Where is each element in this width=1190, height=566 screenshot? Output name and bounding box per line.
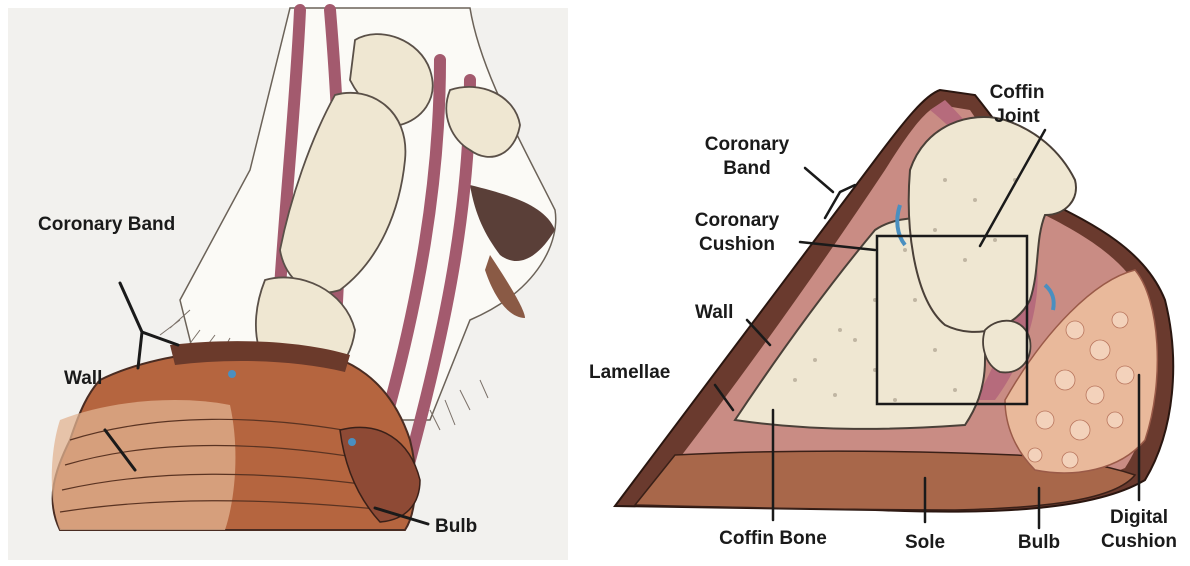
label-coronary-cushion-line2: Cushion <box>699 234 775 255</box>
label-coronary-band-line2: Band <box>723 158 771 179</box>
label-sole: Sole <box>905 532 945 553</box>
hoof-cross-section-view: Coffin Joint Coronary Band Coronary Cush… <box>575 0 1190 566</box>
label-lamellae: Lamellae <box>589 362 670 383</box>
label-coronary-cushion-line1: Coronary <box>695 210 780 231</box>
label-coronary-band-line1: Coronary <box>705 134 790 155</box>
label-coffin-joint-line1: Coffin <box>990 82 1045 103</box>
blue-accent <box>348 438 356 446</box>
hoof-external-illustration: Coronary Band Wall Bulb <box>0 0 575 566</box>
label-bulb: Bulb <box>1018 532 1060 553</box>
hoof-external-view: Coronary Band Wall Bulb <box>0 0 575 566</box>
hoof-cross-section-illustration: Coffin Joint Coronary Band Coronary Cush… <box>575 0 1190 566</box>
label-wall: Wall <box>64 368 102 389</box>
label-coffin-joint-line2: Joint <box>994 106 1040 127</box>
label-coronary-band: Coronary Band <box>38 214 175 235</box>
blue-accent <box>228 370 236 378</box>
label-coffin-bone: Coffin Bone <box>719 528 827 549</box>
navicular-bone <box>983 321 1030 373</box>
label-digital-cushion-line1: Digital <box>1110 507 1168 528</box>
label-bulb: Bulb <box>435 516 477 537</box>
label-wall: Wall <box>695 302 733 323</box>
label-digital-cushion-line2: Cushion <box>1101 531 1177 552</box>
